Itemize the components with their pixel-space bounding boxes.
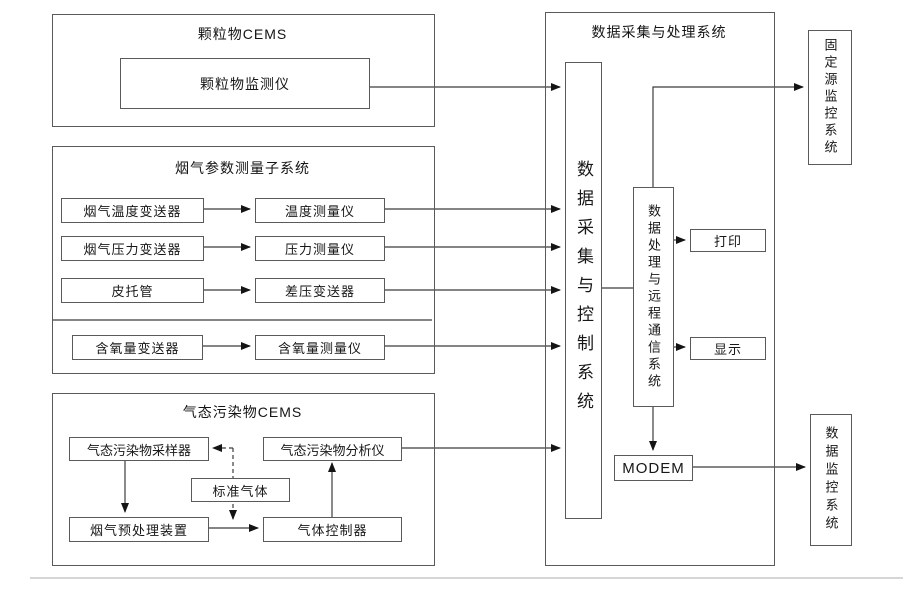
diff-pressure-transmitter-box: 差压变送器: [255, 278, 385, 303]
gas-controller-box: 气体控制器: [263, 517, 402, 542]
daq-control-system-box: 数据采集与控制系统: [565, 62, 602, 519]
pm-monitor-box: 颗粒物监测仪: [120, 58, 370, 109]
pitot-tube-box: 皮托管: [61, 278, 204, 303]
data-system-title: 数据采集与处理系统: [591, 24, 727, 40]
gas-sampler-box: 气态污染物采样器: [69, 437, 209, 461]
panel-pm-cems: [52, 14, 435, 127]
temp-meter-box: 温度测量仪: [255, 198, 385, 223]
display-box: 显示: [690, 337, 766, 360]
data-processing-remote-comm-box: 数据处理与远程通信系统: [633, 187, 674, 407]
panel-gaseous-cems: [52, 393, 435, 566]
temp-transmitter-box: 烟气温度变送器: [61, 198, 204, 223]
panel-flue-gas-params: [52, 146, 435, 374]
gaseous-cems-title: 气态污染物CEMS: [182, 404, 303, 420]
pm-cems-title: 颗粒物CEMS: [197, 26, 288, 42]
fixed-source-monitoring-box: 固定源监控系统: [808, 30, 852, 165]
oxygen-meter-box: 含氧量测量仪: [255, 335, 385, 360]
panel-data-acquisition-processing: [545, 12, 775, 566]
flue-gas-params-title: 烟气参数测量子系统: [175, 160, 310, 176]
oxygen-transmitter-box: 含氧量变送器: [72, 335, 203, 360]
flue-gas-pretreatment-box: 烟气预处理装置: [69, 517, 209, 542]
print-box: 打印: [690, 229, 766, 252]
solid-connectors: [53, 83, 806, 532]
gas-analyzer-box: 气态污染物分析仪: [263, 437, 402, 461]
pressure-transmitter-box: 烟气压力变送器: [61, 236, 204, 261]
pressure-meter-box: 压力测量仪: [255, 236, 385, 261]
modem-box: MODEM: [614, 455, 693, 481]
standard-gas-box: 标准气体: [191, 478, 290, 502]
data-monitoring-box: 数据监控系统: [810, 414, 852, 546]
